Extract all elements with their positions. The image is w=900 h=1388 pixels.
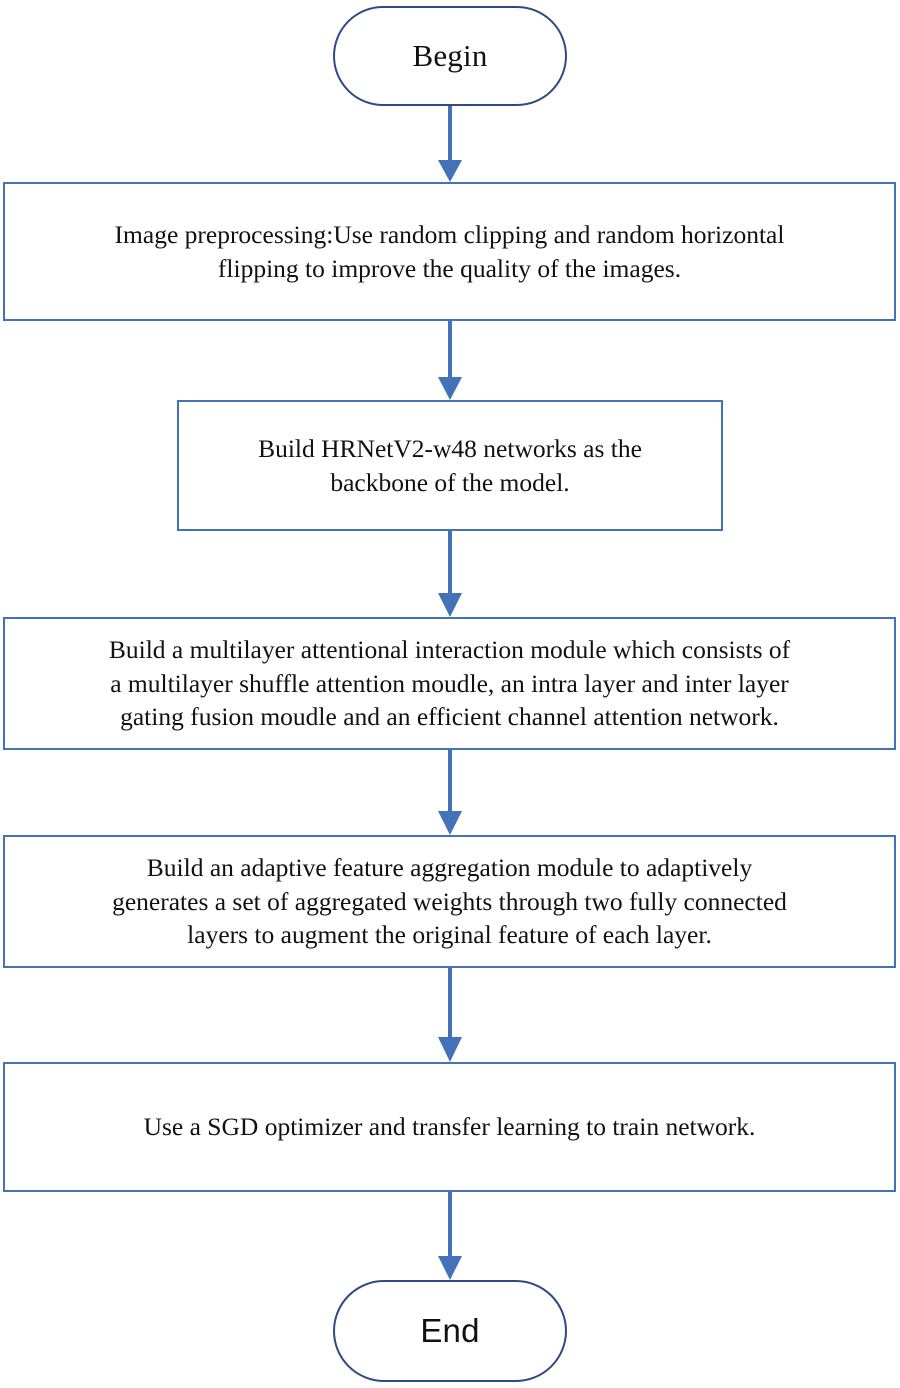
arrow-preprocessing-to-backbone (430, 321, 470, 400)
node-preprocessing-label: Image preprocessing:Use random clipping … (114, 219, 785, 283)
node-aggregation-module[interactable]: Build an adaptive feature aggregation mo… (3, 835, 896, 968)
node-training-label: Use a SGD optimizer and transfer learnin… (143, 1112, 756, 1142)
arrow-aggregation-module-to-training (430, 968, 470, 1062)
node-training[interactable]: Use a SGD optimizer and transfer learnin… (3, 1062, 896, 1192)
node-preprocessing[interactable]: Image preprocessing:Use random clipping … (3, 182, 896, 321)
arrow-attention-module-to-aggregation-module (430, 750, 470, 835)
node-end[interactable]: End (333, 1280, 567, 1382)
node-backbone[interactable]: Build HRNetV2-w48 networks as the backbo… (177, 400, 723, 531)
arrow-backbone-to-attention-module (430, 531, 470, 617)
node-attention-module-label: Build a multilayer attentional interacti… (108, 634, 791, 732)
node-attention-module[interactable]: Build a multilayer attentional interacti… (3, 617, 896, 750)
node-backbone-label: Build HRNetV2-w48 networks as the backbo… (258, 433, 642, 497)
node-end-label: End (420, 1312, 480, 1350)
node-begin[interactable]: Begin (333, 6, 567, 106)
node-begin-label: Begin (412, 38, 488, 74)
arrow-begin-to-preprocessing (430, 106, 470, 182)
arrow-training-to-end (430, 1192, 470, 1280)
node-aggregation-module-label: Build an adaptive feature aggregation mo… (112, 852, 787, 950)
